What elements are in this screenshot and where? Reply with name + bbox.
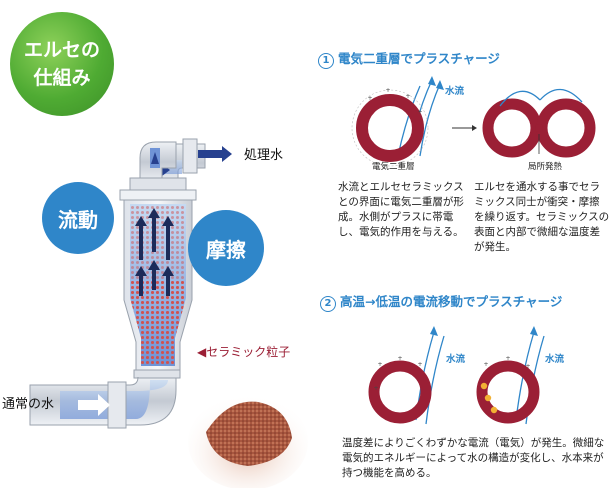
svg-text:+: +	[373, 385, 378, 392]
section-1-water-flow: 水流	[445, 86, 465, 97]
double-layer-label: 電気二重層	[372, 162, 415, 172]
section-1-diagram: + + + +	[351, 76, 596, 167]
svg-text:+: +	[397, 355, 402, 362]
section-2-water-flow-left: 水流	[446, 354, 466, 365]
section-2-title: 2 高温→低温の電流移動でプラスチャージ	[320, 291, 562, 312]
section-2-water-flow-right: 水流	[545, 354, 565, 365]
friction-badge: 摩擦	[188, 210, 264, 286]
title-line-1: エルセの	[23, 39, 100, 61]
section-2-diagram: + + + + + + +	[368, 326, 545, 425]
outlet-label: 処理水	[244, 148, 284, 163]
section-1-number: 1	[318, 53, 334, 69]
svg-text:+: +	[405, 93, 410, 100]
title-badge: エルセの 仕組み	[10, 12, 114, 116]
local-heat-label: 局所発熱	[528, 162, 563, 172]
section-1-desc-right: エルセを通水する事でセラミックス同士が衝突・摩擦を繰り返す。セラミックスの表面と…	[474, 181, 610, 253]
svg-text:+: +	[483, 361, 488, 368]
svg-text:+: +	[367, 95, 372, 102]
inlet-label: 通常の水	[2, 397, 55, 412]
svg-text:+: +	[385, 87, 390, 94]
section-2-number: 2	[320, 296, 336, 312]
title-line-2: 仕組み	[33, 67, 91, 89]
section-1-desc-left: 水流とエルセセラミックスとの界面に電気二重層が形成。水側がプラスに帯電し、電気的…	[338, 181, 464, 238]
section-2-title-text: 高温→低温の電流移動でプラスチャージ	[340, 294, 563, 309]
ceramic-particles-label: ◀セラミック粒子	[197, 345, 291, 359]
svg-text:+: +	[377, 361, 382, 368]
svg-text:+: +	[417, 109, 422, 116]
svg-text:+: +	[525, 363, 530, 370]
section-1-title: 1 電気二重層でプラスチャージ	[318, 48, 500, 69]
flow-badge: 流動	[42, 182, 114, 254]
section-2-desc: 温度差によりごくわずかな電流（電気）が発生。微細な電気的エネルギーによって水の構…	[342, 437, 605, 479]
svg-text:+: +	[505, 355, 510, 362]
svg-text:+: +	[417, 361, 422, 368]
section-1-title-text: 電気二重層でプラスチャージ	[338, 51, 500, 66]
ceramic-particles-photo	[188, 394, 308, 488]
filter-device-illustration	[29, 138, 232, 429]
